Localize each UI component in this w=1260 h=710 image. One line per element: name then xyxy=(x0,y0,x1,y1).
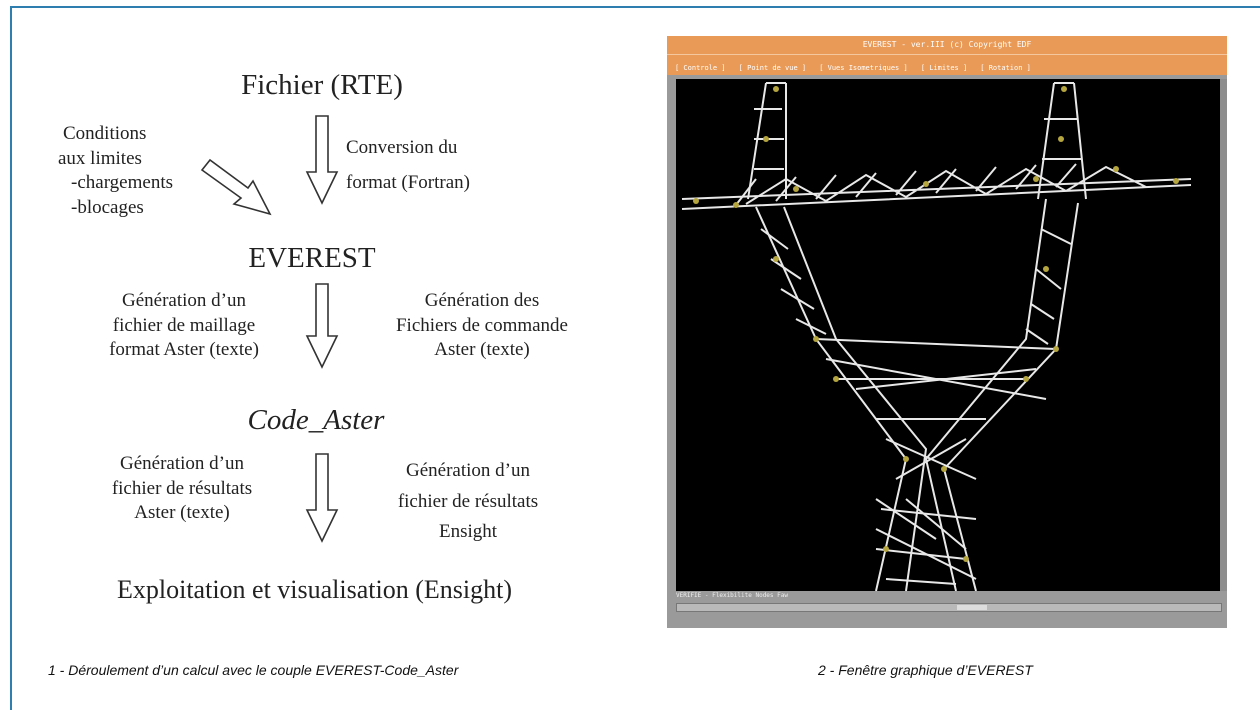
flow-conditions-line2: aux limites xyxy=(58,147,142,169)
everest-window-screenshot: EVEREST - ver.III (c) Copyright EDF [ Co… xyxy=(667,36,1227,628)
flow-conditions-line1: Conditions xyxy=(63,123,147,144)
menu-vues-isometriques: [ Vues Isometriques ] xyxy=(819,64,908,72)
flow-conversion: Conversion du format (Fortran) xyxy=(346,136,470,195)
flow-gen-commande-line2: Fichiers de commande xyxy=(395,314,568,336)
caption-left: 1 - Déroulement d’un calcul avec le coup… xyxy=(48,662,459,678)
flow-gen-resultats-aster-line2: fichier de résultats xyxy=(111,477,253,499)
window-scrollbar xyxy=(676,603,1222,612)
down-arrow-2 xyxy=(305,283,339,369)
flow-conversion-line1: Conversion du xyxy=(346,137,458,158)
flow-gen-maillage-line2: fichier de maillage xyxy=(112,314,256,336)
flow-conditions-line4: -blocages xyxy=(71,197,144,219)
menu-limites: [ Limites ] xyxy=(920,64,968,72)
flow-code-aster: Code_Aster xyxy=(247,404,385,436)
flow-fichier: Fichier (RTE) xyxy=(241,69,403,101)
flow-everest: EVEREST xyxy=(248,242,376,274)
window-status-bar: VERIFIE - Flexibilite Nodes Faw xyxy=(676,592,788,599)
flow-gen-commande-line3: Aster (texte) xyxy=(434,339,530,361)
flow-conditions-line3: -chargements xyxy=(71,172,173,194)
flow-gen-resultats-aster-line1: Génération d’un xyxy=(120,453,244,474)
flow-gen-resultats-aster-line3: Aster (texte) xyxy=(134,502,230,524)
down-arrow-3 xyxy=(305,453,339,543)
flow-exploitation: Exploitation et visualisation (Ensight) xyxy=(117,575,513,604)
window-side-bar xyxy=(1220,79,1227,591)
window-menu-bar: [ Controle ] [ Point de vue ] [ Vues Iso… xyxy=(667,54,1227,75)
window-scrollbar-thumb xyxy=(957,605,987,610)
menu-controle: [ Controle ] xyxy=(675,64,726,72)
flow-gen-resultats-ensight-line1: Génération d’un xyxy=(406,460,530,481)
flow-conversion-line2: format (Fortran) xyxy=(346,171,470,193)
diagonal-arrow xyxy=(200,158,272,216)
down-arrow-1 xyxy=(305,115,339,205)
flow-gen-maillage-line1: Génération d’un xyxy=(122,290,246,311)
flow-conditions: Conditions aux limites -chargements -blo… xyxy=(58,122,173,221)
flow-gen-resultats-ensight: Génération d’un fichier de résultats Ens… xyxy=(358,459,578,545)
caption-right: 2 - Fenêtre graphique d’EVEREST xyxy=(818,662,1033,678)
menu-point-de-vue: [ Point de vue ] xyxy=(738,64,807,72)
flow-gen-resultats-ensight-line2: fichier de résultats xyxy=(397,490,539,512)
flow-gen-commande: Génération des Fichiers de commande Aste… xyxy=(362,289,602,363)
window-title-bar: EVEREST - ver.III (c) Copyright EDF xyxy=(667,36,1227,54)
flow-gen-resultats-ensight-line3: Ensight xyxy=(438,521,498,543)
flow-gen-commande-line1: Génération des xyxy=(424,290,540,311)
flow-gen-maillage-line3: format Aster (texte) xyxy=(109,339,259,361)
pylon-wireframe-image xyxy=(681,82,1192,592)
figure-frame xyxy=(10,6,1260,710)
flow-gen-resultats-aster: Génération d’un fichier de résultats Ast… xyxy=(72,452,292,526)
menu-rotation: [ Rotation ] xyxy=(980,64,1031,72)
flow-gen-maillage: Génération d’un fichier de maillage form… xyxy=(74,289,294,363)
pylon-render-canvas xyxy=(676,79,1222,592)
